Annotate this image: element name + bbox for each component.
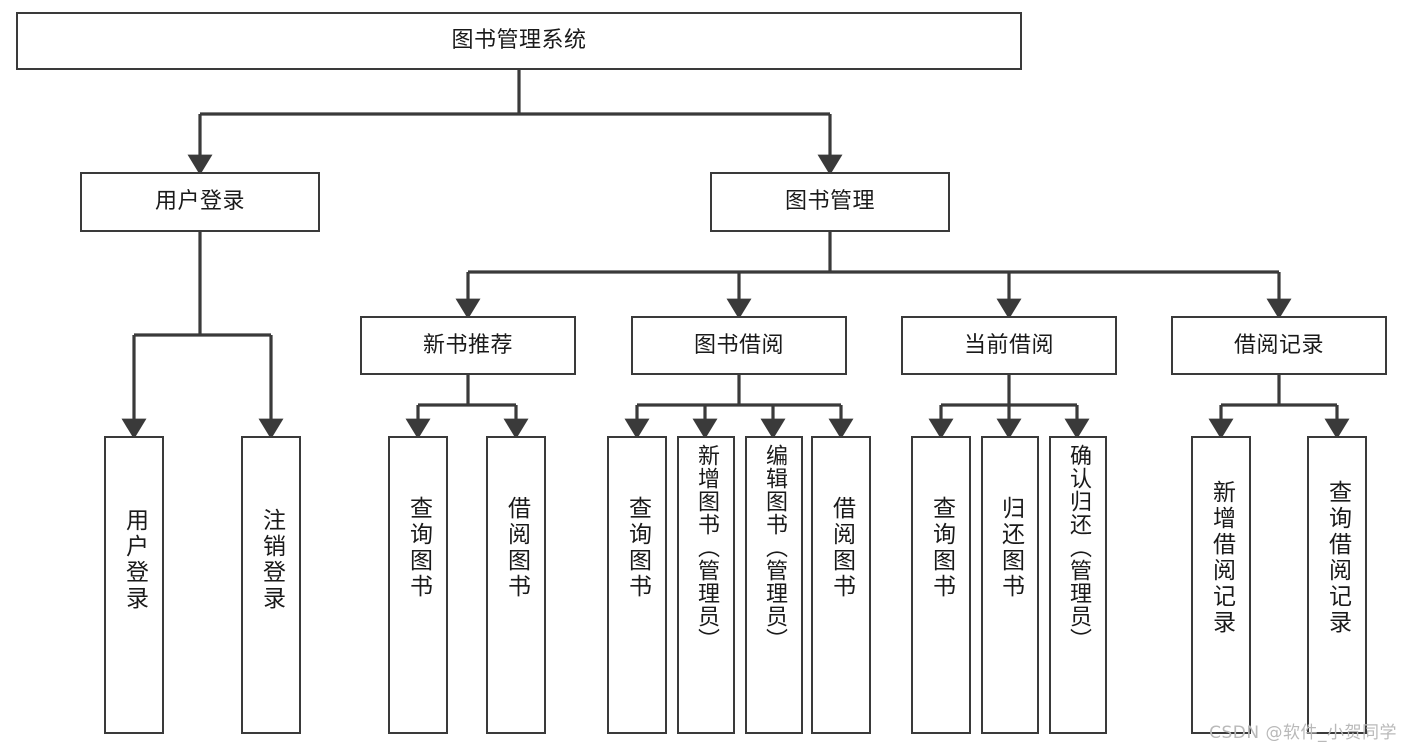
node-root-label: 图书管理系统 [451,28,587,54]
node-leaf-query-book-1[interactable]: 查询图书 [388,436,448,734]
node-leaf-return-book[interactable]: 归还图书 [981,436,1039,734]
node-leaf-borrow-book-2-label: 借阅图书 [828,496,855,600]
node-current-borrow-label: 当前借阅 [963,332,1054,358]
node-leaf-logout-label: 注销登录 [258,508,285,612]
node-leaf-query-book-2-label: 查询图书 [624,496,651,600]
node-book-borrow[interactable]: 图书借阅 [631,316,847,375]
node-current-borrow[interactable]: 当前借阅 [901,316,1117,375]
node-book-manage[interactable]: 图书管理 [710,172,950,232]
node-leaf-user-login[interactable]: 用户登录 [104,436,164,734]
node-new-book-rec-label: 新书推荐 [422,332,513,358]
node-book-borrow-label: 图书借阅 [693,332,784,358]
csdn-watermark: CSDN @软件_小贺同学 [1209,723,1397,743]
node-leaf-user-login-label: 用户登录 [121,508,148,612]
node-leaf-confirm-return-label: 确认归还（管理员） [1066,444,1091,651]
node-new-book-rec[interactable]: 新书推荐 [360,316,576,375]
node-leaf-query-book-2[interactable]: 查询图书 [607,436,667,734]
node-leaf-borrow-book-1[interactable]: 借阅图书 [486,436,546,734]
node-leaf-borrow-book-1-label: 借阅图书 [503,496,530,600]
node-leaf-query-book-3[interactable]: 查询图书 [911,436,971,734]
node-leaf-edit-book[interactable]: 编辑图书（管理员） [745,436,803,734]
node-leaf-confirm-return[interactable]: 确认归还（管理员） [1049,436,1107,734]
node-book-manage-label: 图书管理 [784,189,875,215]
node-leaf-add-record-label: 新增借阅记录 [1208,480,1235,636]
node-leaf-add-record[interactable]: 新增借阅记录 [1191,436,1251,734]
node-root[interactable]: 图书管理系统 [16,12,1022,70]
node-borrow-record[interactable]: 借阅记录 [1171,316,1387,375]
node-leaf-query-book-1-label: 查询图书 [405,496,432,600]
node-leaf-borrow-book-2[interactable]: 借阅图书 [811,436,871,734]
node-user-login[interactable]: 用户登录 [80,172,320,232]
node-leaf-add-book-label: 新增图书（管理员） [694,444,719,651]
node-user-login-label: 用户登录 [154,189,245,215]
node-leaf-edit-book-label: 编辑图书（管理员） [762,444,787,651]
node-leaf-query-book-3-label: 查询图书 [928,496,955,600]
node-leaf-logout[interactable]: 注销登录 [241,436,301,734]
node-leaf-query-record-label: 查询借阅记录 [1324,480,1351,636]
node-leaf-return-book-label: 归还图书 [997,496,1024,600]
node-leaf-query-record[interactable]: 查询借阅记录 [1307,436,1367,734]
node-leaf-add-book[interactable]: 新增图书（管理员） [677,436,735,734]
node-borrow-record-label: 借阅记录 [1233,332,1324,358]
